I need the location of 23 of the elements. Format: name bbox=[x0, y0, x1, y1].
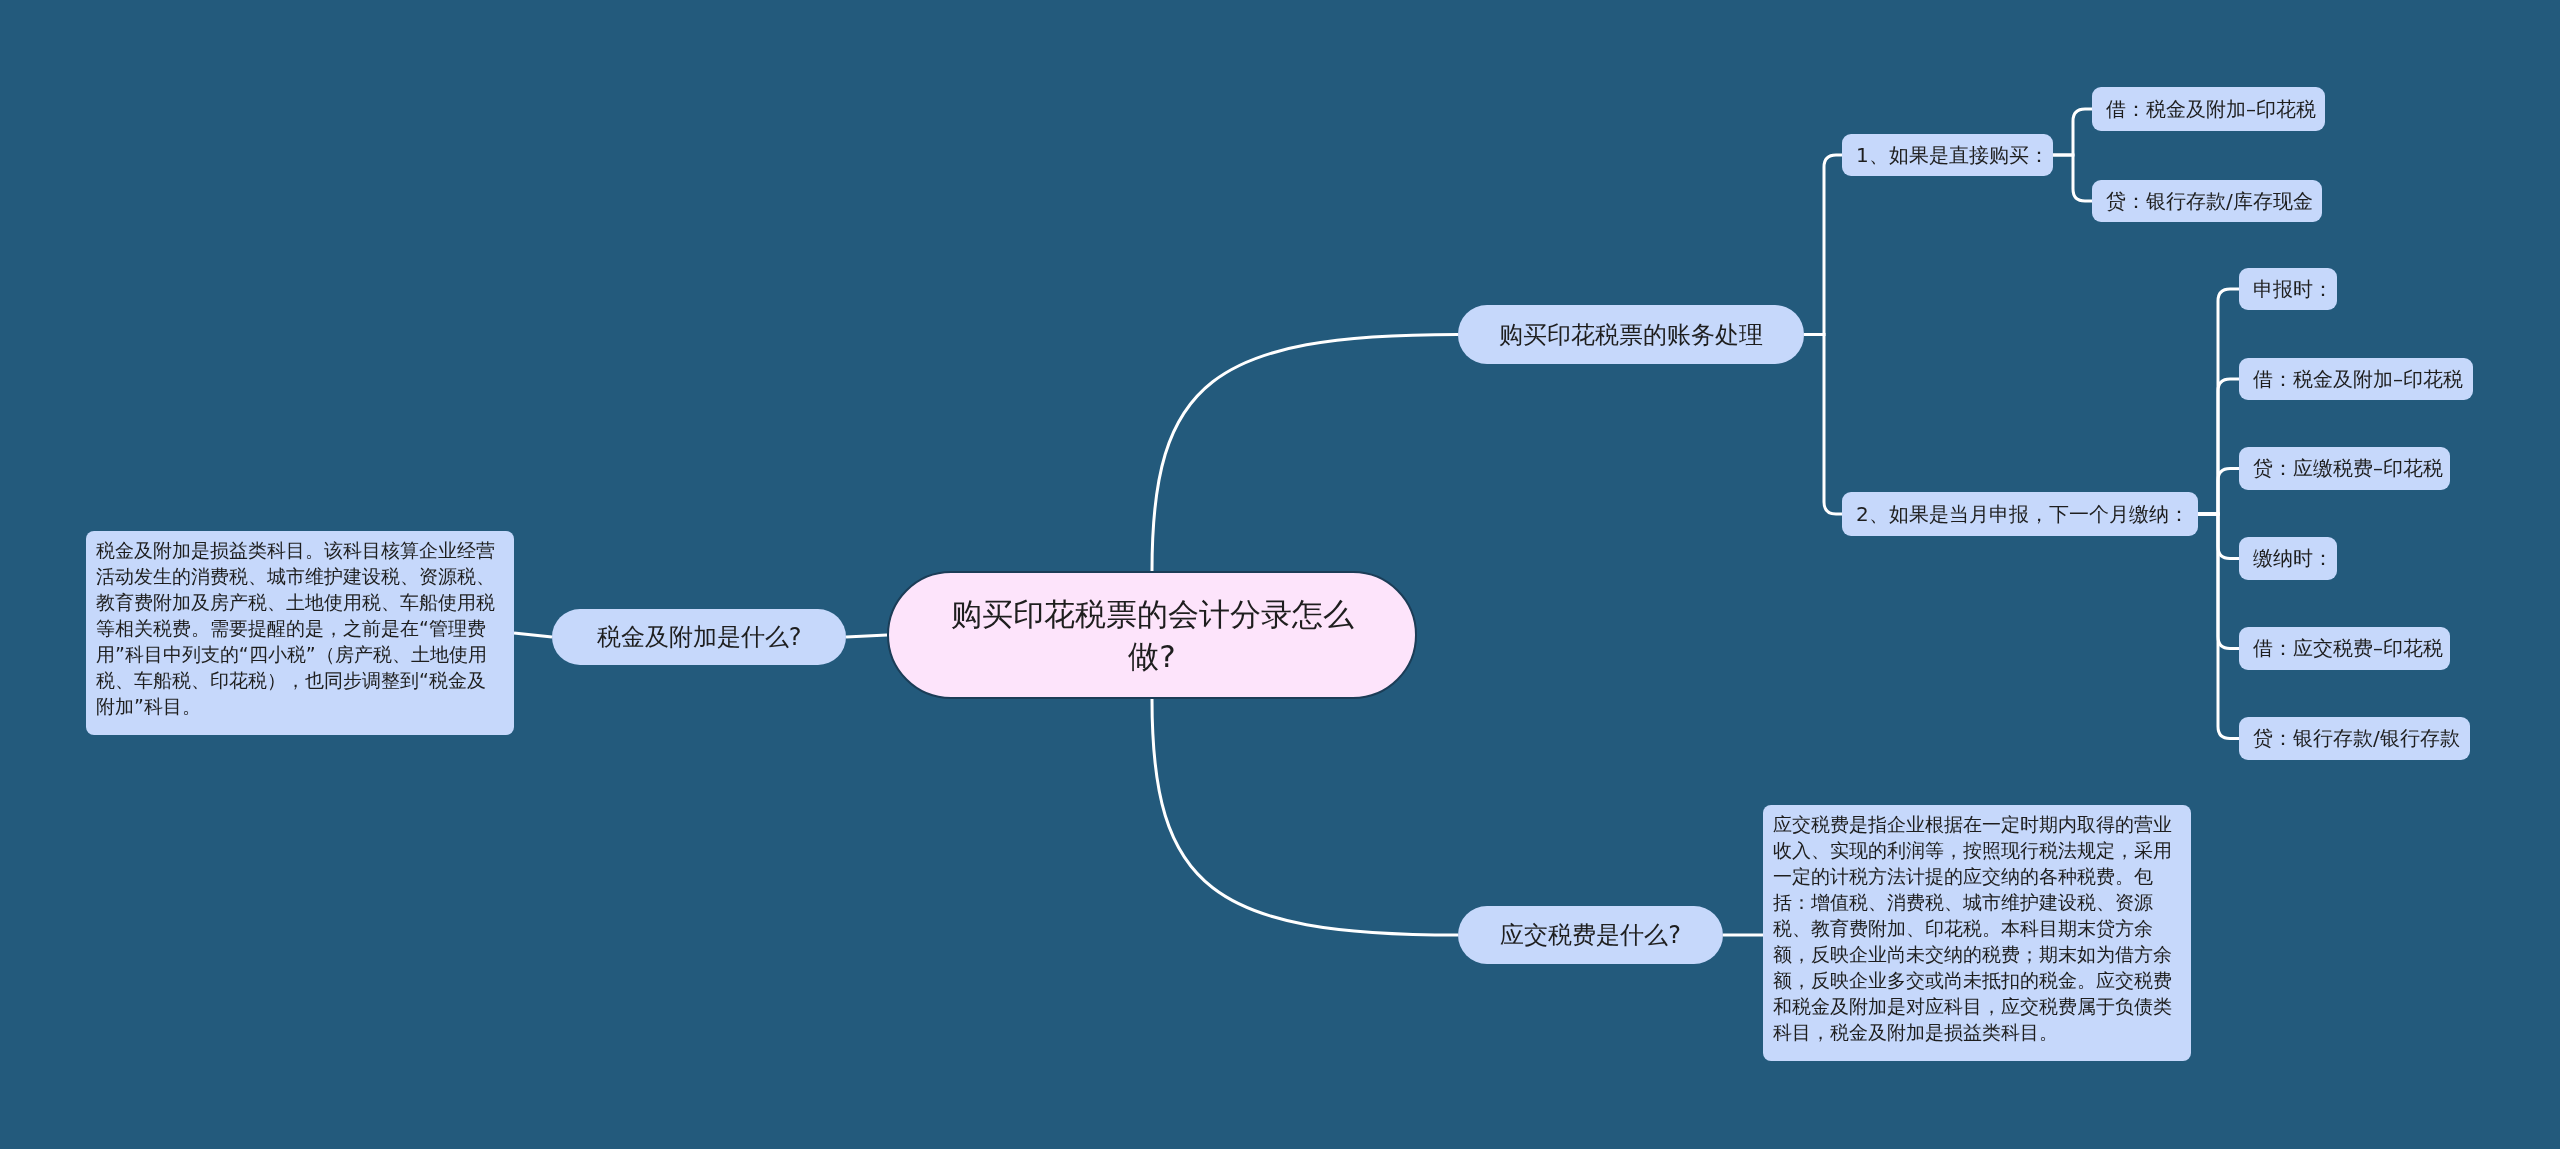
subtopic-box: 借：应交税费–印花税 bbox=[2239, 627, 2450, 670]
connector bbox=[1723, 933, 1763, 937]
central-topic: 购买印花税票的会计分录怎么做? bbox=[887, 571, 1417, 699]
connector bbox=[2198, 512, 2239, 740]
topic-box: 应交税费是什么? bbox=[1458, 906, 1723, 964]
connector bbox=[2053, 153, 2092, 203]
note-box: 税金及附加是损益类科目。该科目核算企业经营活动发生的消费税、城市维护建设税、资源税、教育费附加及房产税、土地使用税、车船使用税等相关税费。需要提醒的是，之前是在“管理费用”科目中列支的“四小税”（房产税、土地使用税、车船税、印花税），也同步调整到“税金及附加”科目。 bbox=[86, 531, 514, 735]
subtopic-box: 2、如果是当月申报，下一个月缴纳： bbox=[1842, 492, 2198, 536]
subtopic-box: 申报时： bbox=[2239, 268, 2337, 310]
connector bbox=[1150, 333, 1459, 572]
connector bbox=[513, 631, 553, 639]
subtopic-box: 贷：应缴税费–印花税 bbox=[2239, 447, 2450, 490]
topic-box: 税金及附加是什么? bbox=[552, 609, 846, 665]
subtopic-box: 借：税金及附加–印花税 bbox=[2239, 358, 2473, 400]
note-box: 应交税费是指企业根据在一定时期内取得的营业收入、实现的利润等，按照现行税法规定，采用一定的计税方法计提的应交纳的各种税费。包括：增值税、消费税、城市维护建设税、资源税、教育费附加、印花税。本科目期末贷方余额，反映企业尚未交纳的税费；期末如为借方余额，反映企业多交或尚未抵扣的税金。应交税费和税金及附加是对应科目，应交税费属于负债类科目，税金及附加是损益类科目。 bbox=[1763, 805, 2191, 1061]
subtopic-box: 缴纳时： bbox=[2239, 537, 2337, 580]
connector bbox=[845, 633, 888, 639]
subtopic-box: 贷：银行存款/库存现金 bbox=[2092, 180, 2322, 222]
connector bbox=[1150, 698, 1459, 937]
subtopic-box: 借：税金及附加–印花税 bbox=[2092, 87, 2325, 131]
topic-box: 购买印花税票的账务处理 bbox=[1458, 305, 1804, 364]
subtopic-box: 贷：银行存款/银行存款 bbox=[2239, 717, 2470, 760]
subtopic-box: 1、如果是直接购买： bbox=[1842, 134, 2053, 176]
